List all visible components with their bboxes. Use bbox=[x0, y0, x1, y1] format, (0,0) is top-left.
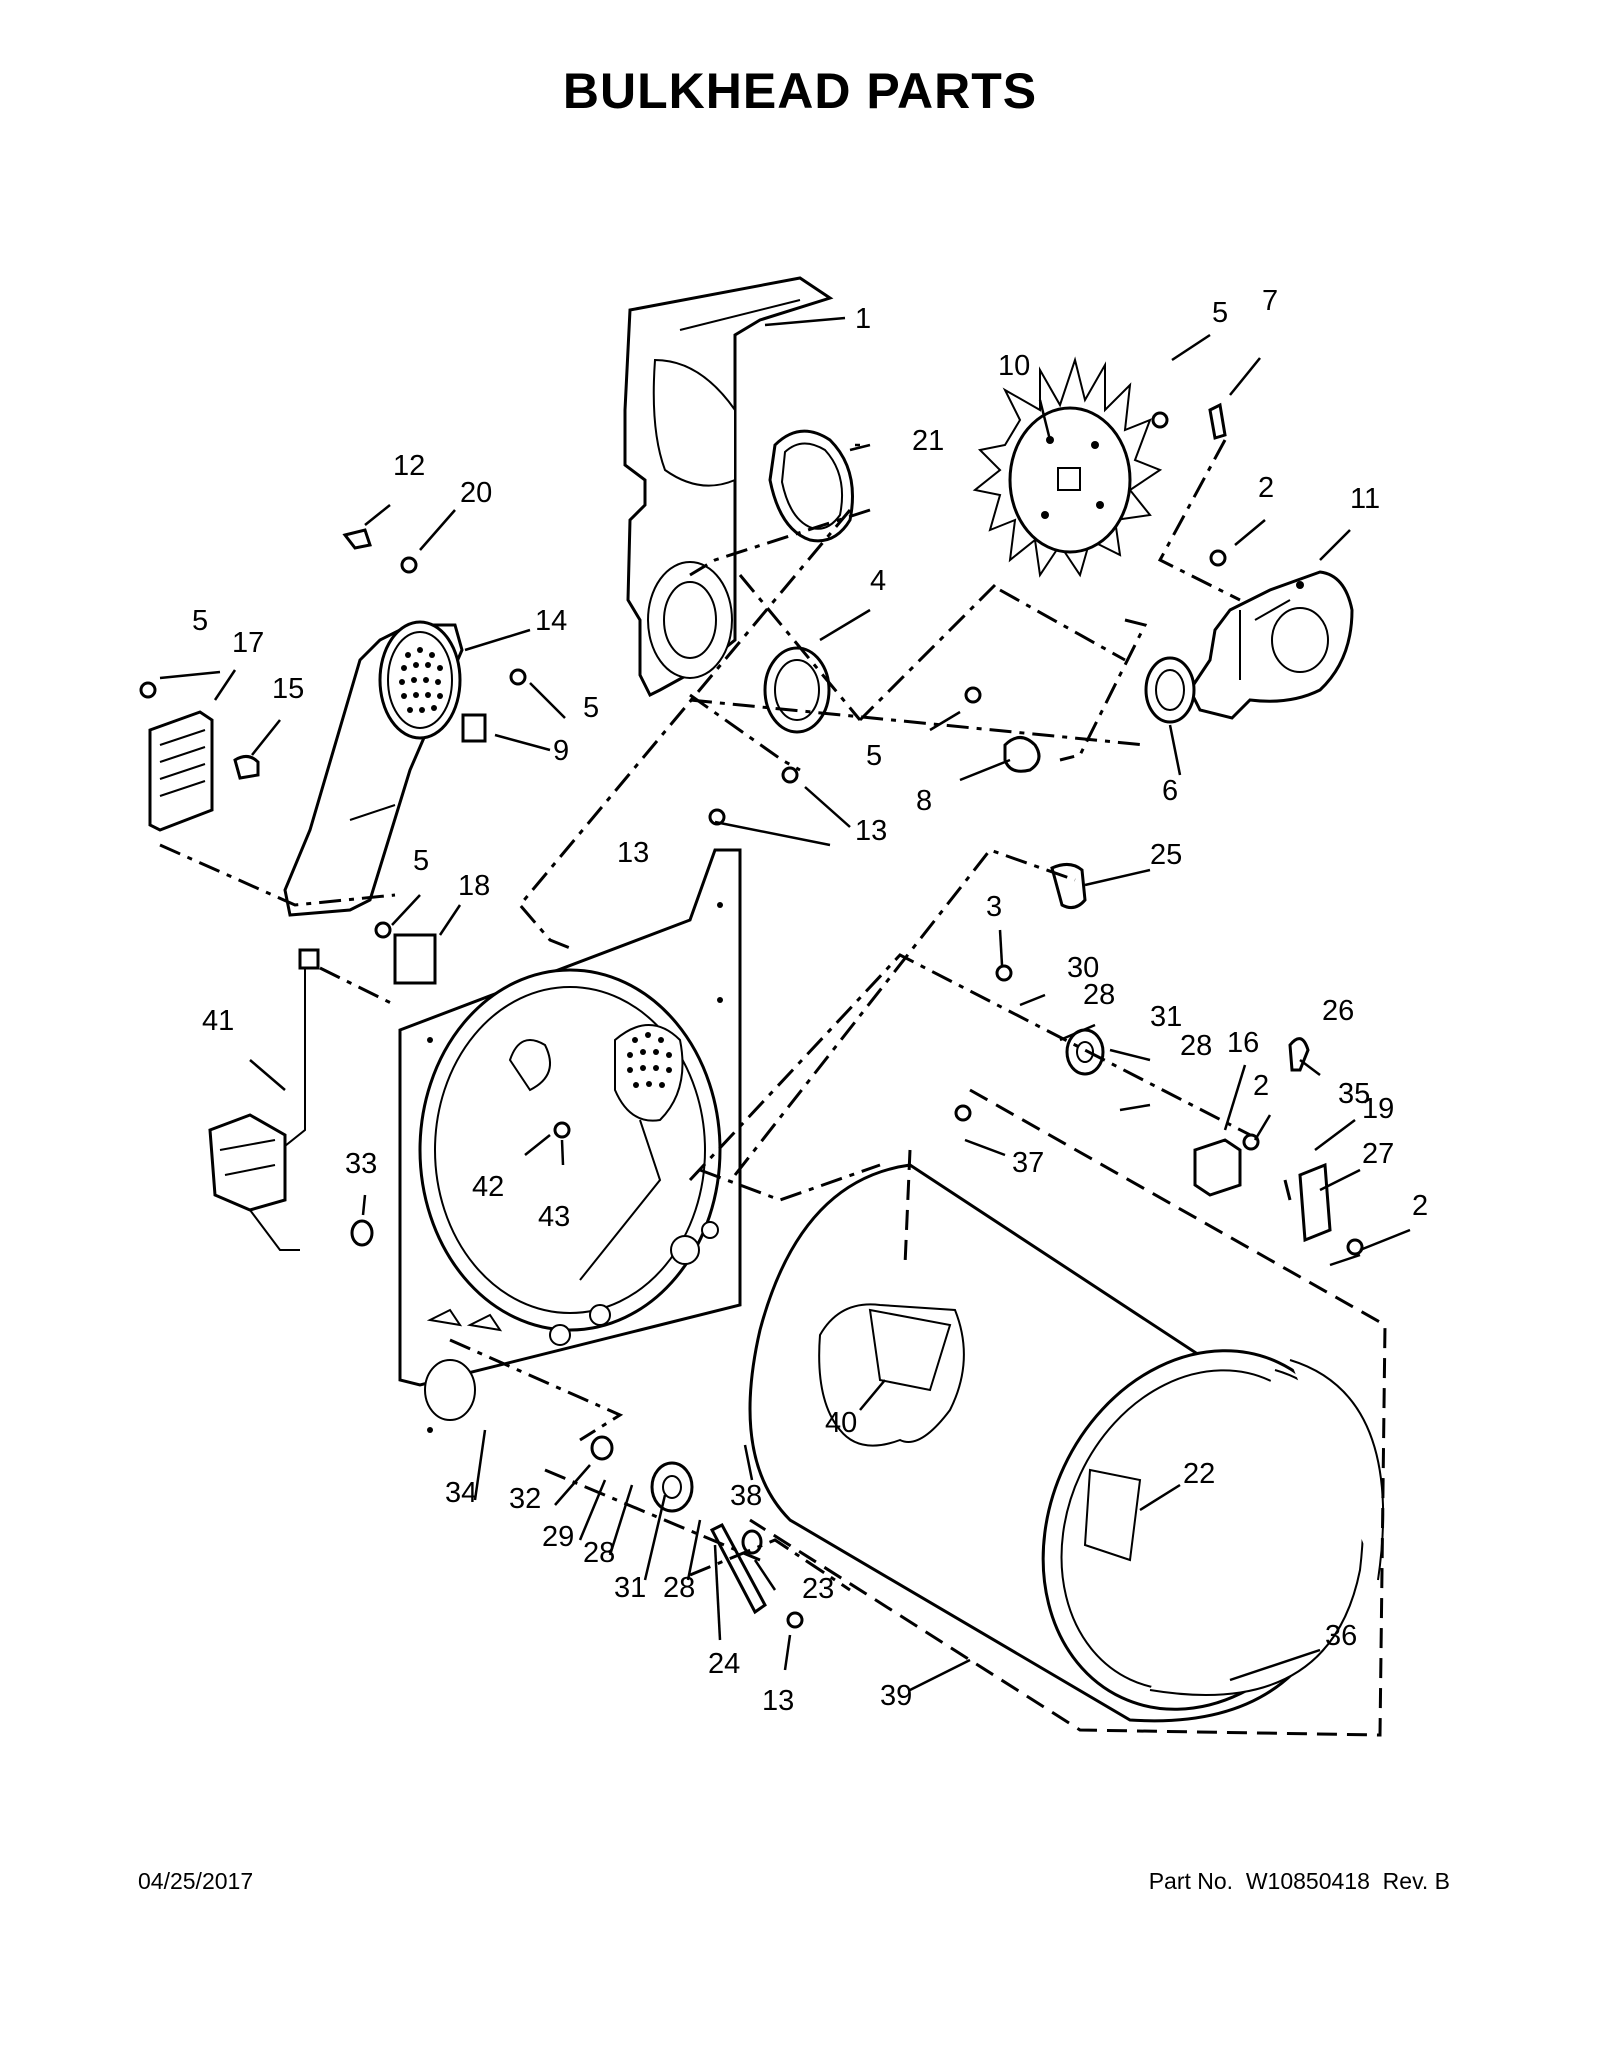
part-number: W10850418 bbox=[1245, 1868, 1370, 1894]
part-nut bbox=[350, 1219, 374, 1247]
callout-label: 31 bbox=[1150, 1001, 1182, 1033]
part-blower-wheel bbox=[972, 356, 1163, 578]
callout-label: 19 bbox=[1362, 1093, 1394, 1125]
callout-label: 5 bbox=[866, 740, 882, 772]
callout-label: 14 bbox=[535, 605, 567, 637]
callout-label: 39 bbox=[880, 1680, 912, 1712]
callout-label: 32 bbox=[509, 1483, 541, 1515]
callout-label: 28 bbox=[583, 1537, 615, 1569]
callout-label: 25 bbox=[1150, 839, 1182, 871]
part-duct-bracket bbox=[623, 276, 834, 698]
callout-label: 29 bbox=[542, 1521, 574, 1553]
callout-label: 27 bbox=[1362, 1138, 1394, 1170]
callout-label: 18 bbox=[458, 870, 490, 902]
callout-label: 2 bbox=[1412, 1190, 1428, 1222]
part-washer-32 bbox=[590, 1435, 614, 1461]
part-thermal-fuse bbox=[1288, 1037, 1310, 1072]
part-bracket-27 bbox=[1298, 1162, 1332, 1243]
callout-label: 28 bbox=[1180, 1030, 1212, 1062]
part-sensor bbox=[1003, 736, 1041, 773]
revision-date: 04/25/2017 bbox=[138, 1868, 254, 1894]
part-bracket-9 bbox=[461, 713, 487, 743]
part-ring-seal bbox=[763, 646, 831, 734]
callout-label: 40 bbox=[825, 1407, 857, 1439]
callout-label: 3 bbox=[986, 891, 1002, 923]
leader-lines bbox=[159, 316, 1411, 1692]
callout-label: 1 bbox=[855, 303, 871, 335]
callout-label: 34 bbox=[445, 1477, 477, 1509]
callout-label: 4 bbox=[870, 565, 886, 597]
callout-label: 10 bbox=[998, 350, 1030, 382]
callout-label: 28 bbox=[1083, 979, 1115, 1011]
part-roller-31a bbox=[1065, 1028, 1105, 1076]
callout-label: 26 bbox=[1322, 995, 1354, 1027]
revision: B bbox=[1434, 1868, 1450, 1894]
callout-label: 33 bbox=[345, 1148, 377, 1180]
callout-label: 43 bbox=[538, 1201, 570, 1233]
part-drum-seal bbox=[1149, 1359, 1385, 1696]
callout-label: 20 bbox=[460, 477, 492, 509]
callout-label: 31 bbox=[614, 1572, 646, 1604]
part-front-bulkhead bbox=[398, 848, 742, 1433]
revision-label: Rev. bbox=[1382, 1868, 1429, 1894]
part-thermostat bbox=[1193, 1138, 1242, 1197]
part-clip bbox=[1208, 402, 1227, 440]
callout-label: 13 bbox=[617, 837, 649, 869]
part-washer-23 bbox=[741, 1529, 763, 1555]
callout-label: 15 bbox=[272, 673, 304, 705]
callout-label: 11 bbox=[1350, 483, 1380, 515]
callout-label: 5 bbox=[1212, 297, 1228, 329]
part-gasket bbox=[768, 429, 854, 543]
callout-label: 35 bbox=[1338, 1078, 1370, 1110]
part-pad-25 bbox=[1050, 863, 1087, 910]
callout-label: 13 bbox=[762, 1685, 794, 1717]
callout-label: 37 bbox=[1012, 1147, 1044, 1179]
part-clip-12 bbox=[342, 528, 372, 550]
part-lint-duct bbox=[283, 620, 464, 917]
callout-label: 8 bbox=[916, 785, 932, 817]
callout-label: 23 bbox=[802, 1573, 834, 1605]
callout-label: 17 bbox=[232, 627, 264, 659]
callout-label: 21 bbox=[912, 425, 944, 457]
part-number-label: Part No. bbox=[1148, 1868, 1234, 1894]
callout-label: 5 bbox=[192, 605, 208, 637]
callout-label: 5 bbox=[583, 692, 599, 724]
callout-label: 41 bbox=[202, 1005, 234, 1037]
part-blower-housing bbox=[1188, 570, 1354, 720]
screws bbox=[139, 411, 1364, 1629]
callout-label: 36 bbox=[1325, 1620, 1357, 1652]
callout-label: 2 bbox=[1253, 1070, 1269, 1102]
callout-label: 5 bbox=[413, 845, 429, 877]
callout-label: 12 bbox=[393, 450, 425, 482]
part-roller-axle-24 bbox=[709, 1523, 767, 1615]
page-title: BULKHEAD PARTS bbox=[562, 63, 1038, 119]
part-bearing-seal bbox=[1144, 656, 1196, 724]
part-gas-valve bbox=[208, 948, 320, 1251]
callouts: 1 21 4 13 12 20 14 5 17 15 5 9 5 18 10 5… bbox=[192, 285, 1428, 1717]
callout-label: 42 bbox=[472, 1171, 504, 1203]
callout-label: 7 bbox=[1262, 285, 1278, 317]
callout-label: 24 bbox=[708, 1648, 740, 1680]
part-roller-31b bbox=[650, 1461, 694, 1513]
callout-label: 13 bbox=[855, 815, 887, 847]
callout-label: 6 bbox=[1162, 775, 1178, 807]
part-number-line: Part No. W10850418 Rev. B bbox=[1149, 1868, 1450, 1895]
callout-label: 9 bbox=[553, 735, 569, 767]
callout-label: 38 bbox=[730, 1480, 762, 1512]
callout-label: 16 bbox=[1227, 1027, 1259, 1059]
part-terminal-block bbox=[148, 710, 214, 832]
part-label-18 bbox=[393, 933, 437, 985]
callout-label: 28 bbox=[663, 1572, 695, 1604]
part-fuse bbox=[233, 755, 260, 780]
callout-label: 30 bbox=[1067, 952, 1099, 984]
callout-label: 2 bbox=[1258, 472, 1274, 504]
callout-label: 22 bbox=[1183, 1458, 1215, 1490]
assembly-lines bbox=[159, 439, 1387, 1737]
